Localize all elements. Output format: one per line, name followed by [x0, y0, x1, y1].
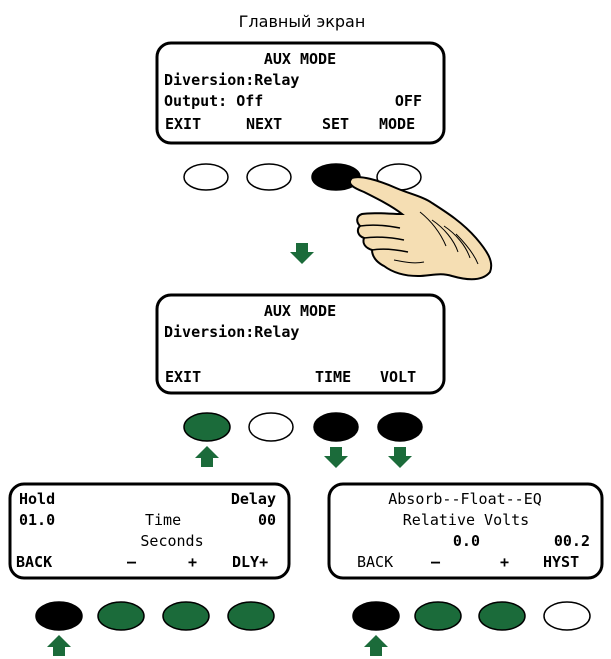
arrow-up-icon [195, 446, 219, 467]
time-screen-delay-value: 00 [258, 511, 276, 529]
time-button-3[interactable] [162, 601, 210, 631]
aux-softkey-4: VOLT [380, 368, 416, 386]
main-softkey-3: SET [322, 115, 349, 133]
volt-button-row [352, 601, 591, 631]
time-screen-delay-label: Delay [231, 490, 276, 508]
volt-softkey-4: HYST [543, 553, 579, 571]
pointing-hand-icon [348, 176, 493, 281]
volt-screen-modes-label: Absorb--Float--EQ [388, 490, 542, 508]
arrow-up-icon [47, 635, 71, 656]
time-screen-display: Hold Delay 01.0 Time 00 Seconds BACK – +… [8, 482, 291, 580]
volt-screen-value-right: 00.2 [554, 532, 590, 550]
volt-button-2[interactable] [414, 601, 462, 631]
diagram-title: Главный экран [239, 12, 366, 31]
main-screen-line3-right: OFF [395, 92, 422, 110]
aux-softkey-1: EXIT [165, 368, 201, 386]
main-screen-line1: AUX MODE [264, 50, 336, 68]
time-button-row [35, 601, 275, 631]
aux-button-row [183, 412, 423, 442]
time-softkey-4: DLY+ [232, 553, 268, 571]
main-button-2[interactable] [246, 163, 292, 191]
aux-button-1[interactable] [183, 412, 231, 442]
aux-button-2[interactable] [248, 412, 294, 442]
time-screen-seconds-label: Seconds [140, 532, 203, 550]
aux-screen-line1: AUX MODE [264, 302, 336, 320]
main-softkey-4: MODE [379, 115, 415, 133]
volt-softkey-3: + [500, 553, 509, 571]
volt-softkey-1: BACK [357, 553, 393, 571]
main-softkey-2: NEXT [246, 115, 282, 133]
time-softkey-1: BACK [16, 553, 52, 571]
time-button-4[interactable] [227, 601, 275, 631]
aux-softkey-3: TIME [315, 368, 351, 386]
aux-button-3[interactable] [313, 412, 359, 442]
arrow-down-icon [324, 447, 348, 468]
volt-button-3[interactable] [478, 601, 526, 631]
arrow-up-icon [364, 635, 388, 656]
volt-button-1[interactable] [352, 601, 400, 631]
main-screen-line2: Diversion:Relay [164, 71, 299, 89]
main-screen-display: AUX MODE Diversion:Relay Output: Off OFF… [155, 41, 446, 145]
main-softkey-1: EXIT [165, 115, 201, 133]
volt-screen-relative-label: Relative Volts [403, 511, 529, 529]
main-screen-line3-left: Output: Off [164, 92, 263, 110]
time-screen-hold-value: 01.0 [19, 511, 55, 529]
volt-button-4[interactable] [543, 601, 591, 631]
volt-softkey-2: – [431, 553, 441, 571]
time-softkey-2: – [127, 553, 137, 571]
volt-screen-display: Absorb--Float--EQ Relative Volts 0.0 00.… [327, 482, 604, 580]
main-button-1[interactable] [183, 163, 229, 191]
aux-screen-line2: Diversion:Relay [164, 323, 299, 341]
time-button-1[interactable] [35, 601, 83, 631]
aux-button-4[interactable] [377, 412, 423, 442]
arrow-down-icon [388, 447, 412, 468]
time-screen-hold-label: Hold [19, 490, 55, 508]
time-button-2[interactable] [97, 601, 145, 631]
time-softkey-3: + [188, 553, 197, 571]
volt-screen-value-left: 0.0 [453, 532, 480, 550]
time-screen-time-label: Time [145, 511, 181, 529]
arrow-down-icon [290, 243, 314, 264]
aux-screen-display: AUX MODE Diversion:Relay EXIT TIME VOLT [155, 293, 446, 395]
